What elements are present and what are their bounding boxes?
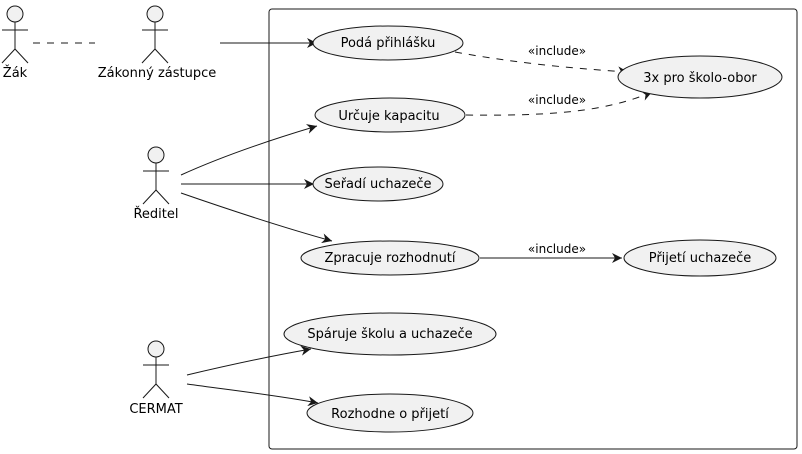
use-case-sparuje-skolu-shape bbox=[283, 312, 497, 356]
actor-cermat-label: CERMAT bbox=[129, 402, 182, 417]
actor-cermat-figure bbox=[142, 340, 170, 399]
include-kapacita-skolo bbox=[465, 91, 653, 116]
actor-reditel-figure bbox=[142, 146, 170, 205]
use-case-sparuje-skolu[interactable]: Spáruje školu a uchazeče bbox=[283, 312, 497, 356]
include-label-1: «include» bbox=[528, 44, 586, 58]
actor-cermat[interactable]: CERMAT bbox=[129, 340, 183, 417]
use-case-rozhodne-o-prijeti-label: Rozhodne o přijetí bbox=[331, 407, 449, 422]
use-case-poda-prihlasku[interactable]: Podá přihlášku bbox=[312, 25, 464, 61]
assoc-reditel-zpracuje bbox=[180, 192, 333, 244]
system-boundary bbox=[268, 8, 798, 450]
use-case-tri-pro-skolo-obor-shape bbox=[617, 55, 783, 99]
use-case-zpracuje-rozhodnuti-label: Zpracuje rozhodnutí bbox=[324, 251, 455, 266]
use-case-urcuje-kapacitu-shape bbox=[314, 97, 466, 133]
use-case-tri-pro-skolo-obor[interactable]: 3x pro školo-obor bbox=[617, 55, 783, 99]
use-case-prijeti-uchazece-label: Přijetí uchazeče bbox=[649, 251, 752, 266]
include-label-2: «include» bbox=[528, 93, 586, 107]
actor-zakonny-zastupce-label: Zákonný zástupce bbox=[98, 66, 217, 81]
use-case-poda-prihlasku-label: Podá přihlášku bbox=[341, 36, 436, 51]
use-case-rozhodne-o-prijeti-shape bbox=[306, 393, 474, 433]
use-case-urcuje-kapacitu-label: Určuje kapacitu bbox=[338, 109, 439, 124]
include-label-3: «include» bbox=[528, 242, 586, 256]
use-case-zpracuje-rozhodnuti-shape bbox=[300, 240, 480, 276]
assoc-cermat-sparuje bbox=[186, 345, 312, 376]
actor-reditel-label: Ředitel bbox=[133, 206, 178, 222]
use-case-seradi-uchazece-shape bbox=[312, 166, 444, 202]
assoc-cermat-rozhodne bbox=[186, 383, 319, 407]
include-poda-skolo bbox=[454, 51, 629, 77]
actor-zak-label: Žák bbox=[3, 65, 28, 81]
connections bbox=[33, 38, 653, 407]
actor-zakonny-zastupce-figure bbox=[141, 5, 169, 64]
assoc-reditel-kapacita bbox=[180, 124, 318, 176]
actor-zak-figure bbox=[1, 5, 29, 64]
actor-zak[interactable]: Žák bbox=[1, 5, 29, 81]
use-case-seradi-uchazece-label: Seřadí uchazeče bbox=[324, 177, 431, 192]
use-case-prijeti-uchazece-shape bbox=[623, 239, 777, 277]
use-case-tri-pro-skolo-obor-label: 3x pro školo-obor bbox=[643, 71, 757, 86]
use-case-sparuje-skolu-label: Spáruje školu a uchazeče bbox=[307, 327, 472, 342]
use-case-zpracuje-rozhodnuti[interactable]: Zpracuje rozhodnutí bbox=[300, 240, 480, 276]
use-case-poda-prihlasku-shape bbox=[312, 25, 464, 61]
actor-reditel[interactable]: Ředitel bbox=[133, 146, 179, 222]
use-case-rozhodne-o-prijeti[interactable]: Rozhodne o přijetí bbox=[306, 393, 474, 433]
use-case-urcuje-kapacitu[interactable]: Určuje kapacitu bbox=[314, 97, 466, 133]
use-case-prijeti-uchazece[interactable]: Přijetí uchazeče bbox=[623, 239, 777, 277]
actor-zakonny-zastupce[interactable]: Zákonný zástupce bbox=[98, 5, 217, 81]
use-case-seradi-uchazece[interactable]: Seřadí uchazeče bbox=[312, 166, 444, 202]
